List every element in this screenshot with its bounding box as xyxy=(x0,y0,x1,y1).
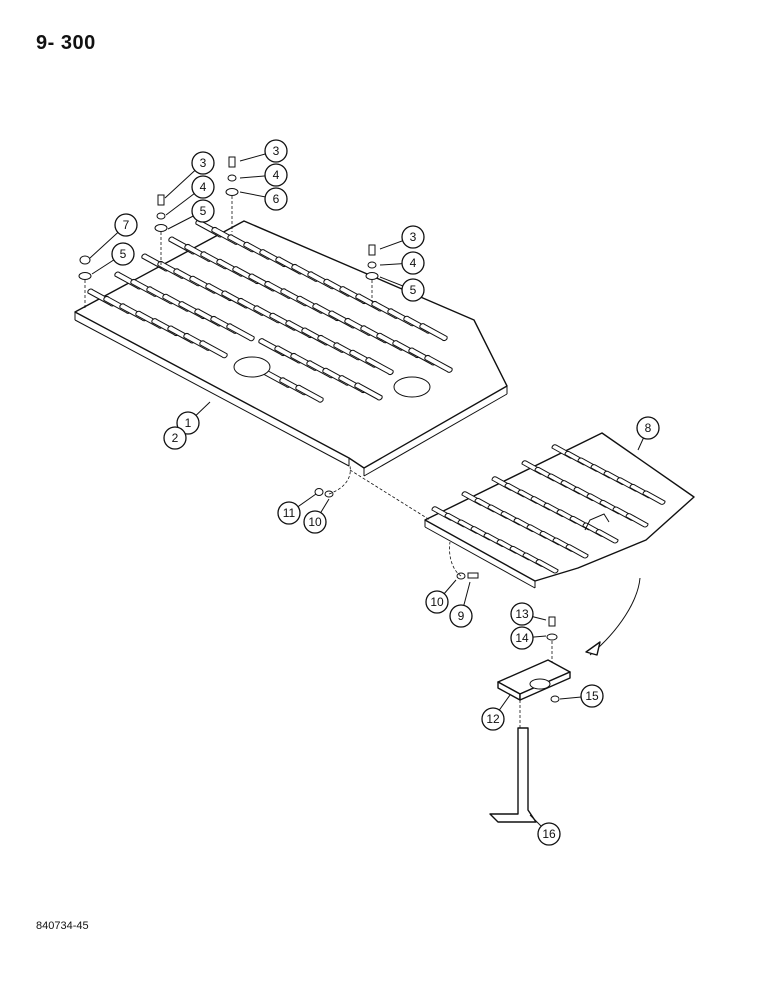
figure-code: 840734-45 xyxy=(36,920,89,932)
callout-number: 6 xyxy=(273,192,280,206)
callout-bubble: 5 xyxy=(167,199,215,230)
callout-number: 5 xyxy=(200,204,207,218)
callout-bubble: 3 xyxy=(239,139,288,163)
vent-slot xyxy=(625,513,649,528)
vent-slot xyxy=(535,559,559,574)
callout-number: 11 xyxy=(283,506,296,520)
callout-bubble: 14 xyxy=(510,626,547,650)
callout-bubble: 5 xyxy=(379,276,425,302)
floor-plate-large xyxy=(74,219,508,477)
callout-bubble: 2 xyxy=(163,426,187,450)
callout-number: 4 xyxy=(273,168,280,182)
vent-slot xyxy=(642,490,666,505)
callout-number: 3 xyxy=(273,144,280,158)
callout-bubble: 15 xyxy=(559,684,604,708)
callout-bubble: 13 xyxy=(510,602,547,626)
callout-bubble: 16 xyxy=(529,814,561,846)
callout-bubble: 7 xyxy=(89,213,138,259)
callout-bubble: 10 xyxy=(425,579,457,614)
callout-bubble: 12 xyxy=(481,694,511,731)
callout-bubble: 8 xyxy=(636,416,660,451)
callout-bubble: 3 xyxy=(379,225,425,250)
callout-bubble: 4 xyxy=(379,251,425,275)
callout-number: 16 xyxy=(542,827,556,841)
vent-slot xyxy=(199,340,228,359)
callout-bubble: 6 xyxy=(239,187,288,211)
callout-number: 1 xyxy=(185,416,192,430)
floor-plate-small xyxy=(424,432,695,589)
latch-assembly xyxy=(489,577,641,823)
callout-bubble: 11 xyxy=(277,493,317,525)
callout-number: 8 xyxy=(645,421,652,435)
callout-number: 3 xyxy=(410,230,417,244)
callout-number: 15 xyxy=(585,689,599,703)
page-number: 9- 300 xyxy=(36,32,96,54)
vent-slot xyxy=(565,544,589,559)
hardware-stacks xyxy=(78,156,479,580)
callout-number: 5 xyxy=(120,247,127,261)
vent-slot xyxy=(595,529,619,544)
callout-number: 13 xyxy=(515,607,529,621)
callout-bubble: 9 xyxy=(449,581,473,628)
callout-bubble: 10 xyxy=(303,498,330,534)
vent-slot xyxy=(295,384,324,403)
callout-bubble: 1 xyxy=(176,401,211,435)
callout-number: 3 xyxy=(200,156,207,170)
callout-number: 10 xyxy=(308,515,322,529)
callout-number: 2 xyxy=(172,431,179,445)
callout-bubble: 4 xyxy=(165,175,215,216)
callout-bubble: 3 xyxy=(164,151,215,199)
vent-slot xyxy=(226,323,255,342)
callout-number: 10 xyxy=(430,595,444,609)
callout-number: 9 xyxy=(458,609,465,623)
callout-number: 12 xyxy=(486,712,500,726)
callout-bubble: 4 xyxy=(239,163,288,187)
callouts: 3 4 5 7 5 3 4 6 3 4 5 12 11 10 8 10 9 13 14 15 12 16 xyxy=(89,139,660,846)
callout-number: 14 xyxy=(515,631,529,645)
vent-slot xyxy=(419,323,448,341)
vent-slot xyxy=(354,382,383,401)
vent-slot xyxy=(365,357,394,375)
vent-slot xyxy=(424,355,453,373)
callout-number: 7 xyxy=(123,218,130,232)
callout-number: 5 xyxy=(410,283,417,297)
callout-number: 4 xyxy=(410,256,417,270)
callout-bubble: 5 xyxy=(91,242,135,275)
callout-number: 4 xyxy=(200,180,207,194)
